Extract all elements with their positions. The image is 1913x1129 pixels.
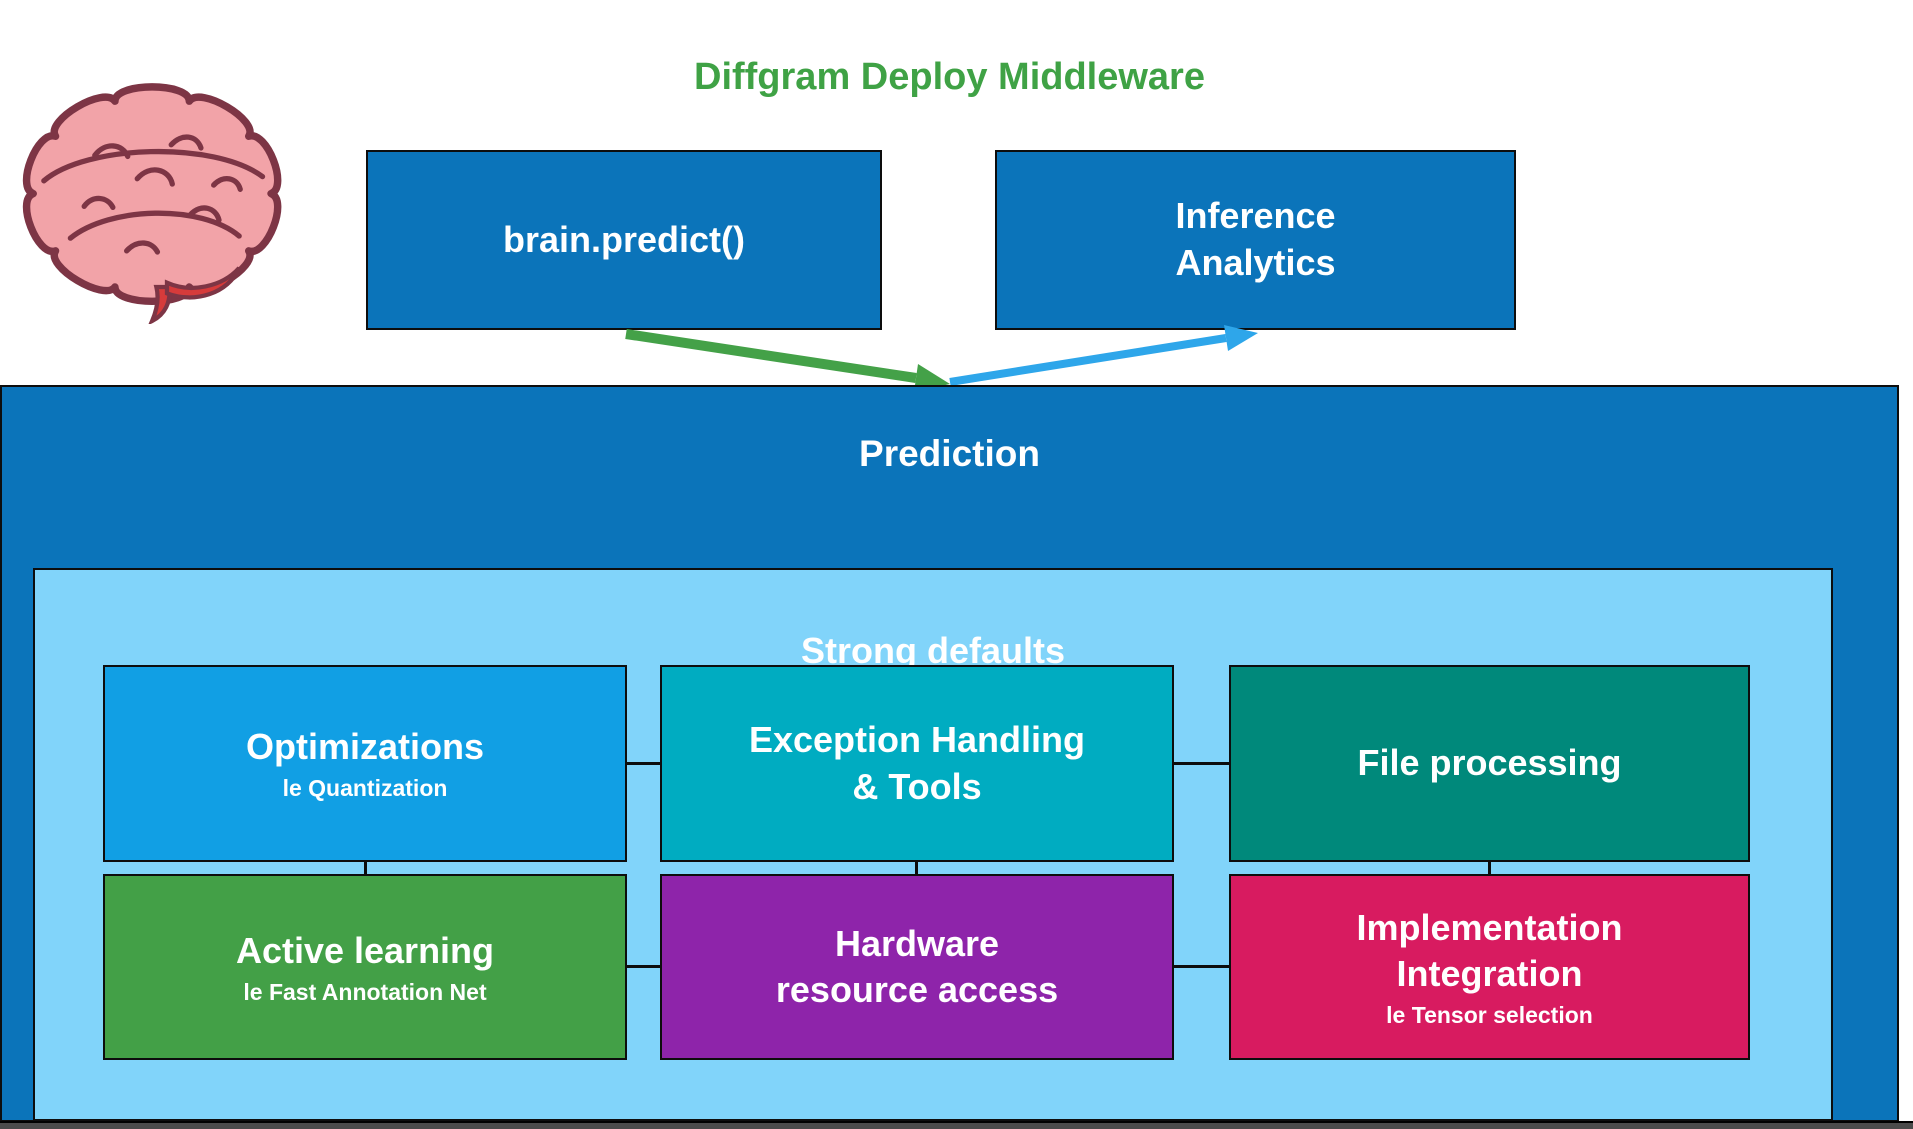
inference-analytics-label-line2: Analytics [1175,242,1336,283]
inference-analytics-label-line1: Inference [1175,195,1336,237]
module-title: Hardware [834,922,1000,964]
module-title-line2: & Tools [852,765,982,807]
connector-line [627,965,660,968]
prediction-label: Prediction [859,433,1040,474]
module-title-line2: resource access [775,969,1059,1010]
module-hardware-resource-access: Hardware resource access [660,874,1174,1060]
module-file-processing: File processing [1229,665,1750,862]
brain-folds [41,134,266,255]
brain-predict-label: brain.predict() [502,218,745,260]
module-subtitle: le Quantization [282,775,448,802]
brain-cerebellum [164,266,242,300]
module-title: Exception Handling [748,719,1086,761]
connector-line [364,862,367,874]
connector-line [1174,762,1229,765]
module-subtitle: le Tensor selection [1386,1001,1593,1028]
brain-predict-box: brain.predict() [366,150,882,330]
connector-line [1174,965,1229,968]
module-title: File processing [1357,742,1622,784]
module-optimizations: Optimizations le Quantization [103,665,627,862]
brain-stem [148,284,172,324]
module-title: Implementation [1356,906,1623,948]
strong-defaults-label: Strong defaults [800,630,1065,671]
blue-arrow-line [949,334,1227,386]
green-arrow-line [625,329,917,383]
module-active-learning: Active learning le Fast Annotation Net [103,874,627,1060]
window-edge-bar [0,1121,1913,1129]
module-implementation-integration: Implementation Integration le Tensor sel… [1229,874,1750,1060]
module-title-line2: Integration [1396,952,1583,994]
inference-analytics-box: Inference Analytics [995,150,1516,330]
module-title: Active learning [235,929,495,971]
module-subtitle: le Fast Annotation Net [243,978,487,1005]
brain-icon [22,83,282,324]
brain-body [22,83,282,305]
module-title: Optimizations [245,726,484,768]
connector-line [1488,862,1491,874]
connector-line [915,862,918,874]
page-title: Diffgram Deploy Middleware [694,56,1205,98]
module-exception-handling: Exception Handling & Tools [660,665,1174,862]
connector-line [627,762,660,765]
